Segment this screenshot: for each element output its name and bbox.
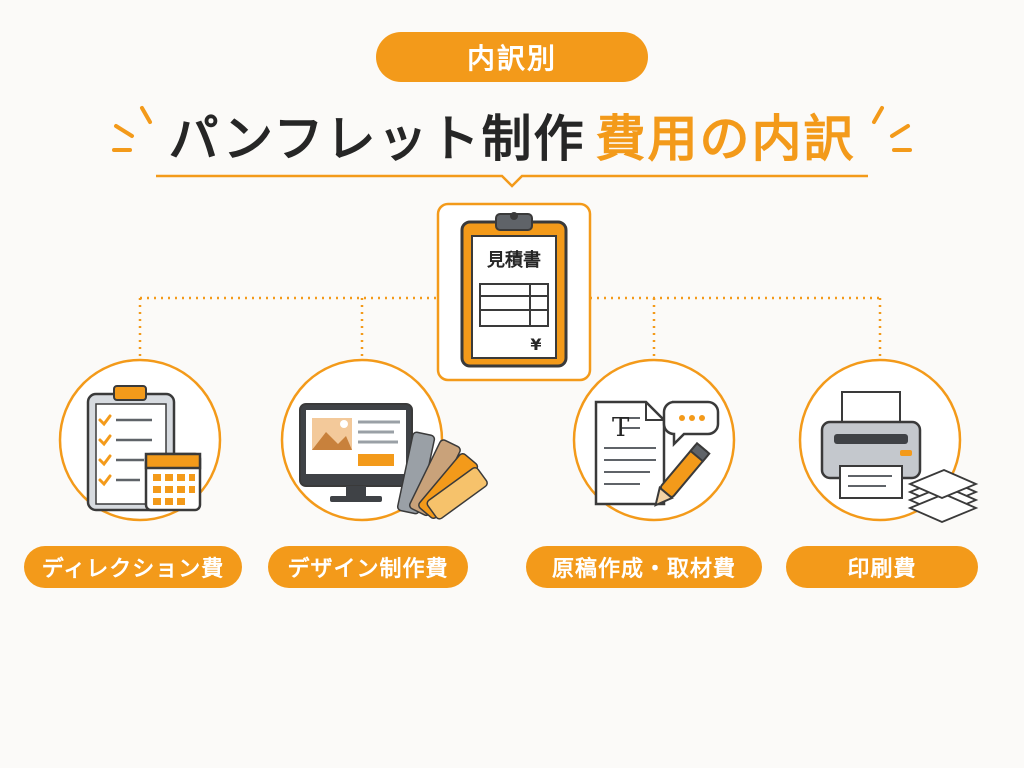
title-main: パンフレット制作	[168, 110, 586, 168]
sparkle-left-icon	[112, 106, 152, 152]
title-underline	[156, 174, 868, 188]
document-pen-icon	[572, 358, 736, 522]
label-direction-fee: ディレクション費	[24, 546, 242, 588]
title-accent: 費用の内訳	[595, 110, 856, 168]
printer-icon	[798, 358, 979, 523]
monitor-swatch-icon	[280, 358, 488, 522]
category-badge: 内訳別	[376, 32, 648, 82]
connector-lines	[138, 296, 882, 360]
label-design-fee: デザイン制作費	[268, 546, 468, 588]
label-printing-fee: 印刷費	[786, 546, 978, 588]
clipboard-calendar-icon	[58, 358, 222, 522]
currency-mark: ¥	[530, 335, 541, 354]
doc-text-glyph: T	[612, 413, 630, 443]
estimate-title: 見積書	[486, 249, 541, 271]
estimate-document	[436, 202, 592, 382]
page-title: パンフレット制作 費用の内訳	[0, 100, 1024, 170]
label-writing-fee: 原稿作成・取材費	[526, 546, 762, 588]
sparkle-right-icon	[872, 106, 912, 152]
